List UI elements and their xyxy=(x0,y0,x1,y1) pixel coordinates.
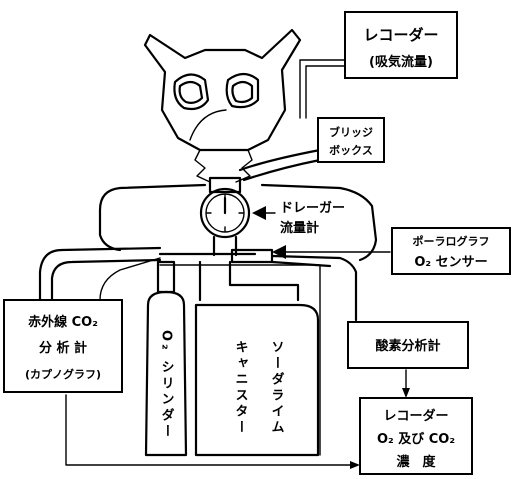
canister-label: キャニスター xyxy=(233,340,249,436)
svg-text:流量計: 流量計 xyxy=(280,220,319,236)
soda-lime-canister xyxy=(159,260,321,457)
svg-text:レコーダー: レコーダー xyxy=(363,26,438,44)
svg-text:レコーダー: レコーダー xyxy=(383,408,448,424)
svg-text:(吸気流量): (吸気流量) xyxy=(369,54,433,70)
recorder-top-box: レコーダー (吸気流量) xyxy=(344,11,458,79)
svg-text:赤外線 CO₂: 赤外線 CO₂ xyxy=(28,314,98,330)
bridge-box: ブリッジ ボックス xyxy=(317,117,385,163)
polaro-arrow xyxy=(272,245,286,259)
torso-outline xyxy=(98,183,378,262)
gas-mask xyxy=(143,28,302,183)
svg-text:ブリッジ: ブリッジ xyxy=(329,125,373,139)
svg-text:ポーラログラフ: ポーラログラフ xyxy=(413,234,490,248)
drager-arrow xyxy=(252,206,266,220)
signal-lines xyxy=(65,257,410,469)
drager-label: ドレーガー 流量計 xyxy=(280,201,345,236)
svg-text:酸素分析計: 酸素分析計 xyxy=(375,338,440,354)
svg-text:ボックス: ボックス xyxy=(329,143,373,157)
svg-text:ドレーガー: ドレーガー xyxy=(280,201,345,216)
oxygen-analyzer-box: 酸素分析計 xyxy=(347,321,469,369)
o2-cylinder-label: O₂ シリンダー xyxy=(159,330,175,440)
ir-co2-box: 赤外線 CO₂ 分 析 計 (カプノグラフ) xyxy=(3,299,123,393)
svg-text:(カプノグラフ): (カプノグラフ) xyxy=(25,367,101,381)
polaro-box: ポーラログラフ O₂ センサー xyxy=(391,227,511,275)
soda-lime-label: ソーダライム xyxy=(269,340,285,436)
svg-text:O₂ センサー: O₂ センサー xyxy=(414,255,487,270)
recorder-bottom-box: レコーダー O₂ 及び CO₂ 濃 度 xyxy=(359,397,473,475)
svg-text:O₂ 及び CO₂: O₂ 及び CO₂ xyxy=(377,432,455,447)
o2-cylinder xyxy=(144,260,188,457)
flowmeter-dial xyxy=(199,176,251,257)
svg-text:濃 度: 濃 度 xyxy=(396,454,436,470)
svg-text:分 析 計: 分 析 計 xyxy=(39,340,87,356)
